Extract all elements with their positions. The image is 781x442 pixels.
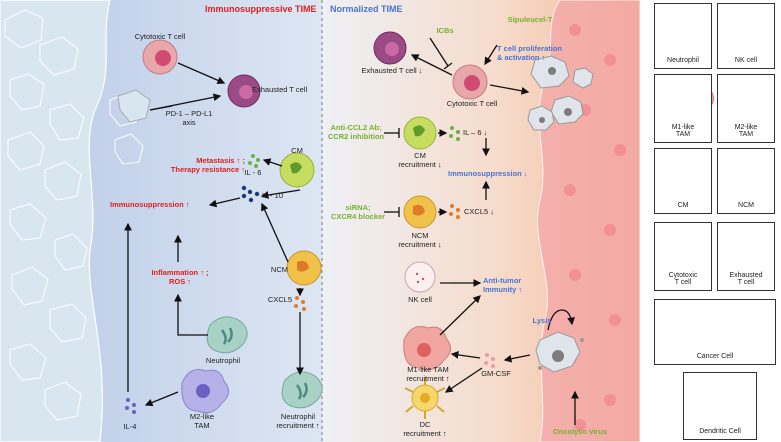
legend-label-ctl: Cytotoxic T cell xyxy=(668,271,698,287)
label-il6-down: IL – 6 ↓ xyxy=(463,128,488,137)
legend-label-ext: Exhausted T cell xyxy=(729,271,763,287)
label-m2-tam-left: M2-like TAM xyxy=(189,412,215,430)
gmcsf-dots xyxy=(484,353,495,368)
right-nk-cell xyxy=(404,261,436,293)
label-ncm-left: NCM xyxy=(270,265,288,274)
legend-background xyxy=(640,0,781,442)
right-exhausted-t-cell xyxy=(373,31,407,65)
legend-label-dc: Dendritic Cell xyxy=(699,428,741,436)
label-cytotoxic-t-left: Cytotoxic T cell xyxy=(134,32,186,41)
label-il10-left: IL - 10 xyxy=(262,191,283,200)
left-il6-dots xyxy=(248,154,260,168)
left-neutrophil-recruitment xyxy=(281,371,323,409)
oncolytic-lysed-cell xyxy=(535,331,584,373)
right-cytotoxic-t-cell xyxy=(452,64,488,100)
right-cxcl5-dots xyxy=(449,204,460,219)
legend-label-m2: M2-like TAM xyxy=(734,123,758,139)
label-cm-recruitment: CM recruitment ↓ xyxy=(398,151,442,169)
left-tumor-cluster xyxy=(0,0,111,442)
right-il6-dots xyxy=(449,126,460,141)
label-il4: IL-4 xyxy=(123,422,137,431)
label-ncm-recruitment: NCM recruitment ↓ xyxy=(398,231,442,249)
lysed-cell-nuclei xyxy=(539,67,572,123)
label-cxcl5-down: CXCL5 ↓ xyxy=(464,207,495,216)
legend-label-cancer: Cancer Cell xyxy=(696,353,734,361)
label-metastasis: Metastasis ↑ ; Therapy resistance ↑ xyxy=(170,156,245,174)
label-neutrophil-recruitment: Neutrophil recruitment ↑ xyxy=(276,412,320,430)
label-neutrophil-left: Neutrophil xyxy=(205,356,241,365)
right-panel-title: Normalized TIME xyxy=(330,4,403,14)
legend-box-cm: CM xyxy=(654,148,712,214)
legend-label-neutrophil: Neutrophil xyxy=(667,57,699,65)
legend-box-m2: M2-like TAM xyxy=(717,74,775,143)
legend-box-cancer: Cancer Cell xyxy=(654,299,776,365)
label-cytotoxic-t-right: Cytotoxic T cell xyxy=(446,99,498,108)
label-sipuleucel: Sipuleucel-T xyxy=(507,15,553,24)
legend-box-nk: NK cell xyxy=(717,3,775,69)
left-cytotoxic-t-cell xyxy=(142,39,178,75)
legend-label-cm: CM xyxy=(677,202,689,210)
label-m1-recruitment: M1-like TAM recruitment ↑ xyxy=(406,365,450,383)
right-arrows xyxy=(384,37,579,425)
right-ncm-cell xyxy=(403,195,437,229)
label-exhausted-t-right: Exhausted T cell ↓ xyxy=(361,66,423,75)
label-anti-tumor: Anti-tumor Immunity ↑ xyxy=(483,276,523,294)
tumor-cell-axis xyxy=(117,89,151,123)
left-m2-tam xyxy=(181,369,229,414)
label-oncolytic-virus: Oncolytic virus xyxy=(552,427,608,436)
left-panel-title: Immunosuppressive TIME xyxy=(205,4,317,14)
label-anti-ccl2: Anti-CCL2 Ab; CCR2 inhibition xyxy=(327,123,385,141)
label-icbs: ICBs xyxy=(436,26,454,35)
label-lysis: Lysis xyxy=(532,316,552,325)
label-sirna: siRNA; CXCR4 blocker xyxy=(330,203,386,221)
left-il4-dots xyxy=(125,398,136,414)
legend-box-ctl: Cytotoxic T cell xyxy=(654,222,712,291)
right-m1-tam xyxy=(403,326,451,371)
left-ncm-cell xyxy=(286,250,322,286)
left-cxcl5-dots xyxy=(294,296,306,311)
legend-box-dc: Dendritic Cell xyxy=(683,372,757,440)
pd-axis-stroke xyxy=(149,105,173,111)
legend-label-m1: M1-like TAM xyxy=(671,123,695,139)
right-dc-cell xyxy=(404,377,446,419)
legend-box-ext: Exhausted T cell xyxy=(717,222,775,291)
label-cm-left: CM xyxy=(291,146,303,155)
left-il10-dots xyxy=(241,185,260,203)
label-il6-left: IL - 6 xyxy=(244,168,262,177)
left-neutrophil xyxy=(206,316,248,354)
label-pd1-axis: PD-1 – PD-L1 axis xyxy=(165,109,213,127)
legend-box-neutrophil: Neutrophil xyxy=(654,3,712,69)
left-cm-cell xyxy=(279,152,315,188)
label-cxcl5-left: CXCL5 xyxy=(267,295,292,304)
label-inflammation: Inflammation ↑ ; ROS ↑ xyxy=(151,268,209,286)
label-immunosuppression-down: Immunosuppression ↓ xyxy=(448,169,528,178)
label-gmcsf: GM-CSF xyxy=(481,369,511,378)
legend-box-m1: M1-like TAM xyxy=(654,74,712,143)
label-dc-recruitment: DC recruitment ↑ xyxy=(403,420,447,438)
legend-label-ncm: NCM xyxy=(738,202,754,210)
legend-label-nk: NK cell xyxy=(734,57,758,65)
left-exhausted-t-cell xyxy=(227,74,261,108)
label-exhausted-t-left: Exhausted T cell xyxy=(252,85,308,94)
legend-box-ncm: NCM xyxy=(717,148,775,214)
label-t-proliferation: T cell proliferation & activation ↑ xyxy=(497,44,563,62)
label-immunosuppression-up: Immunosuppression ↑ xyxy=(110,200,190,209)
label-nk-cell-right: NK cell xyxy=(408,295,432,304)
right-cm-cell xyxy=(403,116,437,150)
